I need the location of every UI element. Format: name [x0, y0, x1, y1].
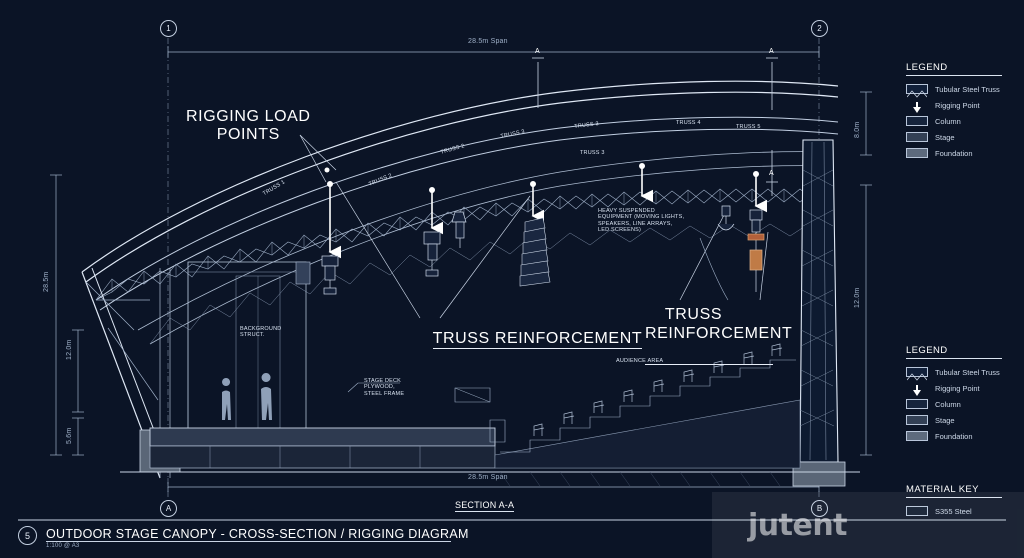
legend-bottom-item-stage-label: Stage — [935, 415, 955, 425]
sheet-number-bubble: 5 — [18, 526, 37, 545]
legend-bottom-item-stage: Stage — [906, 412, 1002, 428]
material-key: MATERIAL KEY S355 Steel — [906, 484, 1002, 519]
steel-swatch-icon — [906, 506, 928, 516]
legend-bottom-item-truss-label: Tubular Steel Truss — [935, 367, 1000, 377]
legend-top-item-stage: Stage — [906, 129, 1002, 145]
legend-bottom-item-rigging-label: Rigging Point — [935, 383, 980, 393]
grid-bubble-2: 2 — [811, 20, 828, 37]
legend-top-title: LEGEND — [906, 62, 1002, 76]
legend-top-item-truss: Tubular Steel Truss — [906, 81, 1002, 98]
legend-top-item-column: Column — [906, 113, 1002, 129]
material-key-item-steel-label: S355 Steel — [935, 506, 972, 516]
material-key-title: MATERIAL KEY — [906, 484, 1002, 498]
legend-top-item-rigging-label: Rigging Point — [935, 100, 980, 110]
watermark-text: jutent — [748, 508, 848, 543]
legend-top: LEGEND Tubular Steel Truss Rigging Point… — [906, 62, 1002, 161]
dim-canopy-rise: 8.0m — [854, 121, 861, 138]
dim-overall-height: 28.5m — [43, 271, 50, 292]
annotation-rigging-load-points: RIGGING LOAD POINTS — [186, 108, 311, 144]
grid-bubble-1: 1 — [160, 20, 177, 37]
material-key-item-steel: S355 Steel — [906, 503, 1002, 519]
annotation-stage-deck: STAGE DECK PLYWOOD, STEEL FRAME — [364, 378, 405, 397]
grid-bubble-2-label: 2 — [817, 24, 822, 33]
annotation-truss-reinforcement-left: TRUSS REINFORCEMENT — [414, 312, 643, 367]
watermark-box — [712, 492, 1024, 558]
dim-bottom-span: 28.5m Span — [468, 474, 508, 481]
annotation-heavy-equipment: HEAVY SUSPENDED EQUIPMENT (MOVING LIGHTS… — [598, 208, 685, 233]
stage-swatch-icon — [906, 415, 928, 425]
legend-top-item-column-label: Column — [935, 116, 961, 126]
annotation-truss-reinforcement-right: TRUSS REINFORCEMENT — [645, 288, 792, 401]
legend-top-item-rigging: Rigging Point — [906, 97, 1002, 113]
legend-bottom-item-rigging: Rigging Point — [906, 380, 1002, 396]
grid-bubble-b-label: B — [816, 504, 823, 513]
legend-top-item-stage-label: Stage — [935, 132, 955, 142]
legend-bottom-item-truss: Tubular Steel Truss — [906, 364, 1002, 381]
grid-bubble-1-label: 1 — [166, 24, 171, 33]
sheet-title: OUTDOOR STAGE CANOPY - CROSS-SECTION / R… — [46, 527, 469, 541]
section-marker-top-right: A — [769, 48, 774, 55]
sheet-scale: 1:100 @ A3 — [46, 543, 80, 549]
legend-bottom: LEGEND Tubular Steel Truss Rigging Point… — [906, 345, 1002, 444]
dim-mid-height: 12.0m — [66, 339, 73, 360]
section-label: SECTION A-A — [455, 500, 515, 513]
dim-top-span: 28.5m Span — [468, 38, 508, 45]
legend-bottom-item-foundation: Foundation — [906, 428, 1002, 444]
rigging-arrow-icon — [906, 100, 928, 113]
legend-top-item-foundation-label: Foundation — [935, 148, 973, 158]
truss-swatch-icon — [906, 84, 928, 98]
title-underline — [46, 541, 451, 542]
grid-bubble-a-label: A — [165, 504, 172, 513]
foundation-swatch-icon — [906, 431, 928, 441]
rigging-arrow-icon — [906, 383, 928, 396]
legend-top-item-truss-label: Tubular Steel Truss — [935, 84, 1000, 94]
legend-bottom-item-column-label: Column — [935, 399, 961, 409]
dim-right-height: 12.0m — [854, 287, 861, 308]
truss-tag-4: TRUSS 4 — [676, 120, 701, 126]
column-swatch-icon — [906, 399, 928, 409]
section-marker-top-left: A — [535, 48, 540, 55]
annotation-audience-area: AUDIENCE AREA — [616, 358, 664, 364]
grid-bubble-b: B — [811, 500, 828, 517]
section-marker-right-lower: A — [769, 170, 774, 177]
truss-swatch-icon — [906, 367, 928, 381]
legend-bottom-title: LEGEND — [906, 345, 1002, 359]
column-swatch-icon — [906, 116, 928, 126]
annotation-truss-reinforcement-left-text: TRUSS REINFORCEMENT — [432, 330, 643, 350]
truss-tag-3c: TRUSS 3 — [580, 150, 605, 156]
annotation-background-struct: BACKGROUND STRUCT. — [240, 326, 282, 339]
dim-base-height: 5.6m — [66, 427, 73, 444]
sheet-number: 5 — [24, 530, 30, 541]
foundation-swatch-icon — [906, 148, 928, 158]
legend-bottom-item-foundation-label: Foundation — [935, 431, 973, 441]
legend-bottom-item-column: Column — [906, 396, 1002, 412]
legend-top-item-foundation: Foundation — [906, 145, 1002, 161]
grid-bubble-a: A — [160, 500, 177, 517]
stage-swatch-icon — [906, 132, 928, 142]
truss-tag-5: TRUSS 5 — [736, 124, 761, 130]
